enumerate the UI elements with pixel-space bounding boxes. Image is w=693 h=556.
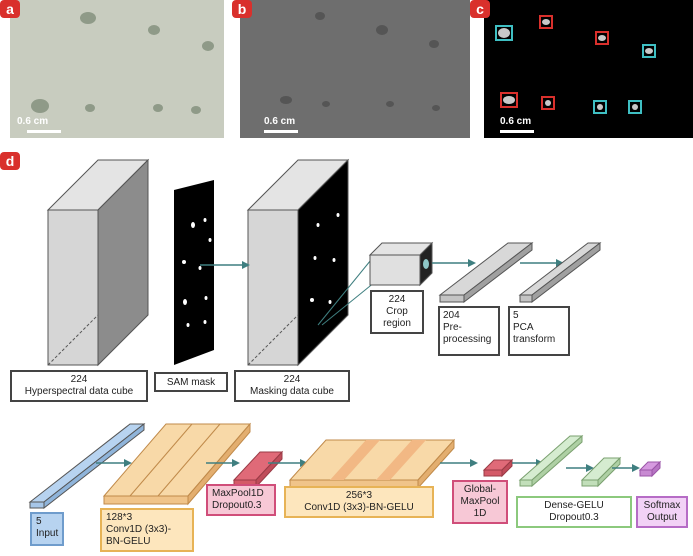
preprocessing-bar [440, 243, 532, 302]
nn-conv1-label-line2: Conv1D (3x3)- [106, 524, 188, 536]
nn-maxpool1-label: MaxPool1D Dropout0.3 [206, 484, 276, 516]
nn-conv2-label-line2: Conv1D (3x3)-BN-GELU [290, 502, 428, 514]
pca-label: 5 PCA transform [508, 306, 570, 356]
nn-conv1-label-line3: BN-GELU [106, 536, 188, 548]
hyperspectral-cube-label: 224 Hyperspectral data cube [10, 370, 148, 402]
preprocessing-label: 204 Pre-processing [438, 306, 500, 356]
nn-conv2-label: 256*3 Conv1D (3x3)-BN-GELU [284, 486, 434, 518]
nn-dense-block [520, 436, 582, 486]
nn-input-label: 5 Input [30, 512, 64, 546]
nn-softmax-label: Softmax Output [636, 496, 688, 528]
nn-dense-label: Dense-GELU Dropout0.3 [516, 496, 632, 528]
sam-mask-label: SAM mask [154, 372, 228, 392]
nn-dense-label-line1: Dense-GELU [522, 500, 626, 512]
crop-cube [370, 243, 432, 285]
masking-cube-label-text: Masking data cube [239, 386, 345, 398]
nn-global-maxpool-label-line1: Global- [458, 484, 502, 496]
masking-cube [248, 160, 348, 365]
crop-region-label-num: 224 [375, 294, 419, 306]
sam-mask-sheet [174, 180, 214, 365]
hyperspectral-cube-label-num: 224 [15, 374, 143, 386]
crop-region-label: 224 Crop region [370, 290, 424, 334]
hyperspectral-cube [48, 160, 148, 365]
nn-global-maxpool-label-line3: 1D [458, 508, 502, 520]
nn-global-maxpool-label: Global- MaxPool 1D [452, 480, 508, 524]
nn-dense-label-line2: Dropout0.3 [522, 512, 626, 524]
preprocessing-label-text: Pre-processing [443, 322, 495, 346]
nn-softmax-block [640, 462, 660, 476]
nn-conv2-label-line1: 256*3 [290, 490, 428, 502]
nn-maxpool1-label-line2: Dropout0.3 [212, 500, 270, 512]
pca-bar [520, 243, 600, 302]
hyperspectral-cube-label-text: Hyperspectral data cube [15, 386, 143, 398]
nn-input-label-num: 5 [36, 516, 58, 528]
nn-global-maxpool-label-line2: MaxPool [458, 496, 502, 508]
nn-conv1-label-line1: 128*3 [106, 512, 188, 524]
pca-label-text: PCA transform [513, 322, 565, 346]
nn-global-maxpool-block [484, 460, 512, 476]
nn-dense2-block [582, 458, 620, 486]
nn-input-label-text: Input [36, 528, 58, 540]
masking-cube-label: 224 Masking data cube [234, 370, 350, 402]
crop-region-label-text: Crop region [375, 306, 419, 330]
nn-conv2-block [290, 440, 454, 488]
preprocessing-label-num: 204 [443, 310, 495, 322]
nn-maxpool1-block [234, 452, 282, 487]
nn-conv1-label: 128*3 Conv1D (3x3)- BN-GELU [100, 508, 194, 552]
sam-mask-label-text: SAM mask [167, 377, 215, 388]
pca-label-num: 5 [513, 310, 565, 322]
nn-softmax-label-line2: Output [642, 512, 682, 524]
masking-cube-label-num: 224 [239, 374, 345, 386]
nn-maxpool1-label-line1: MaxPool1D [212, 488, 270, 500]
nn-softmax-label-line1: Softmax [642, 500, 682, 512]
